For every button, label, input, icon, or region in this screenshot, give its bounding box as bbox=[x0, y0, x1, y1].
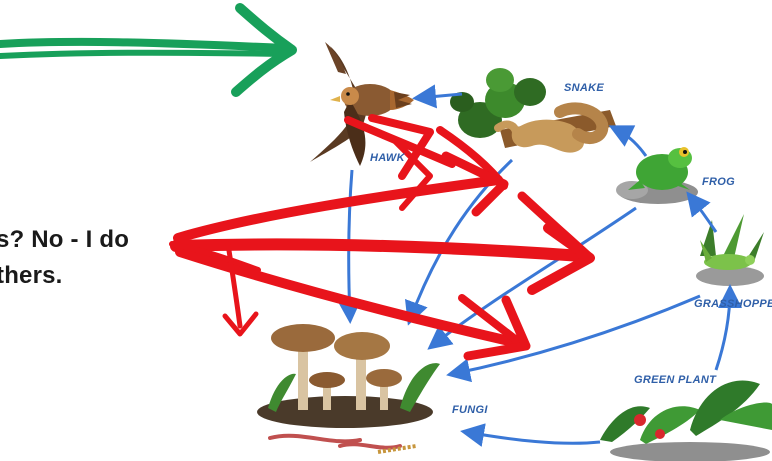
label-frog: FROG bbox=[702, 176, 735, 188]
label-green-plant: GREEN PLANT bbox=[634, 374, 716, 386]
grasshopper-illustration bbox=[696, 214, 764, 286]
label-snake: SNAKE bbox=[564, 82, 604, 94]
arrow-grasshopper-to-frog bbox=[690, 196, 716, 232]
caption-line-1: s? No - I do bbox=[0, 226, 129, 254]
arrow-plant-to-fungi bbox=[466, 432, 600, 443]
label-grasshopper: GRASSHOPPER bbox=[694, 298, 772, 310]
green-arrow bbox=[0, 8, 292, 92]
arrow-frog-to-snake bbox=[614, 128, 646, 156]
caption-line-2: thers. bbox=[0, 262, 63, 290]
green-plant-illustration bbox=[600, 381, 772, 461]
snake-illustration bbox=[450, 68, 616, 153]
frog-illustration bbox=[616, 147, 698, 204]
fungi-illustration bbox=[257, 324, 440, 452]
label-hawk: HAWK bbox=[370, 152, 405, 164]
label-fungi: FUNGI bbox=[452, 404, 488, 416]
